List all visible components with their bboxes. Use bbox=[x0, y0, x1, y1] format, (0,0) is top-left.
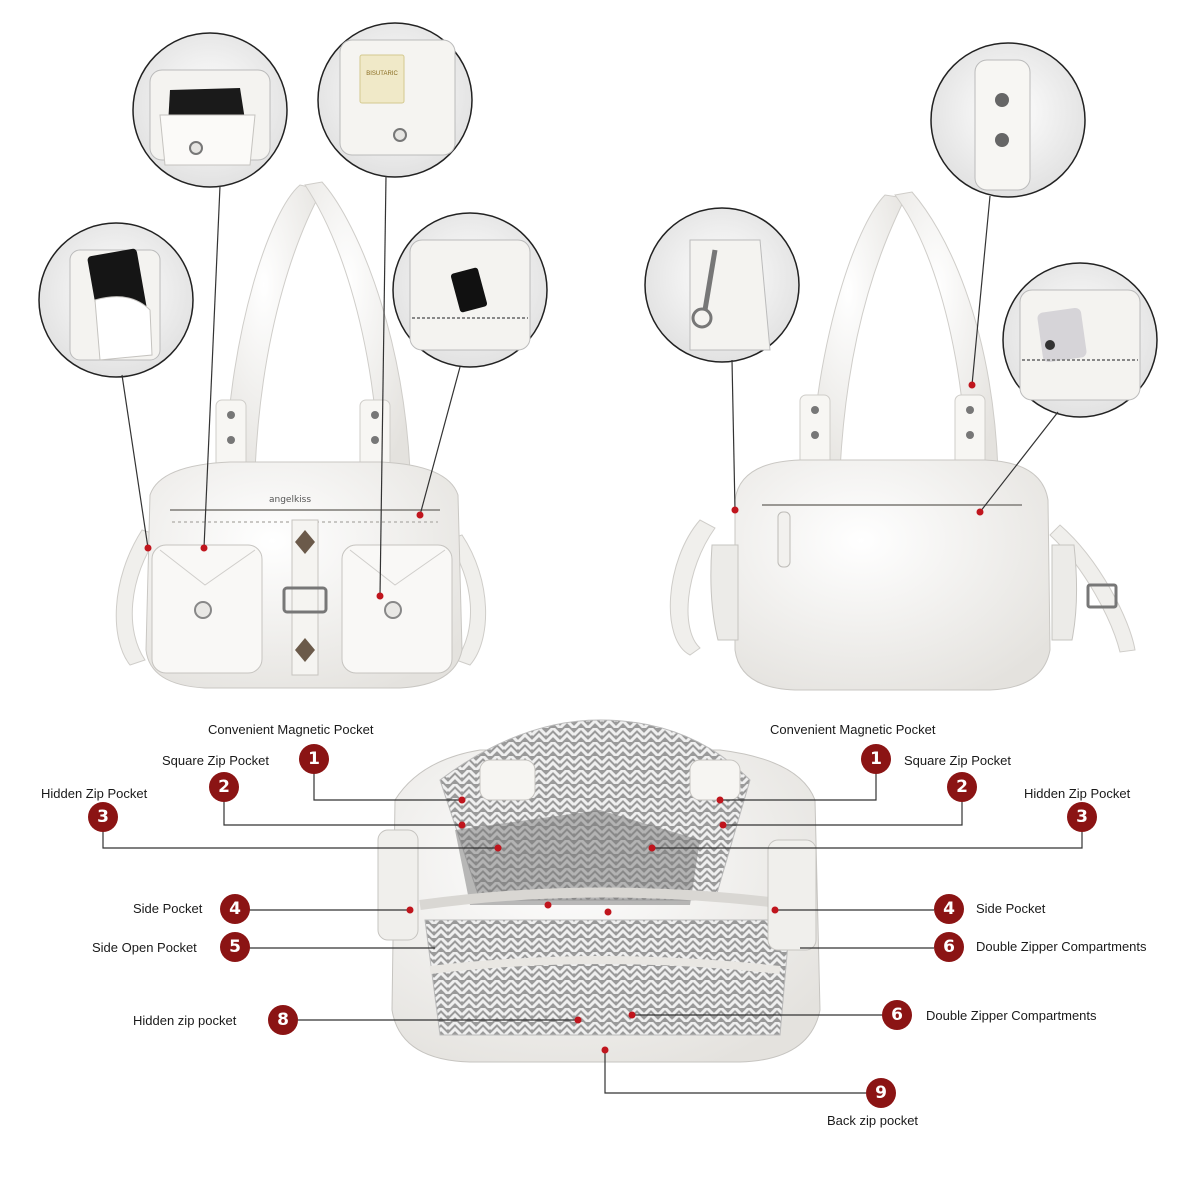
label-right-side-pocket: Side Pocket bbox=[976, 901, 1046, 916]
badge-right-1: 1 bbox=[861, 744, 891, 774]
label-right-double-zipper-lower: Double Zipper Compartments bbox=[926, 1008, 1097, 1023]
badge-right-4: 4 bbox=[934, 894, 964, 924]
badge-left-3: 3 bbox=[88, 802, 118, 832]
badge-bottom-9: 9 bbox=[866, 1078, 896, 1108]
label-right-magnetic-pocket: Convenient Magnetic Pocket bbox=[770, 722, 936, 737]
detail-circle-card-pocket: BISUTARIC bbox=[317, 22, 473, 178]
open-bag bbox=[377, 719, 821, 1063]
detail-circle-back-zip-phone bbox=[1002, 262, 1158, 418]
detail-circle-front-hidden-zip bbox=[392, 212, 548, 368]
badge-left-5: 5 bbox=[220, 932, 250, 962]
callout-red-dots bbox=[406, 796, 779, 1054]
label-left-hidden-zip-lower: Hidden zip pocket bbox=[133, 1013, 237, 1028]
detail-circle-front-pocket-phone bbox=[38, 222, 194, 378]
label-left-side-pocket: Side Pocket bbox=[133, 901, 203, 916]
detail-circle-clasp bbox=[644, 207, 800, 363]
label-left-hidden-zip: Hidden Zip Pocket bbox=[41, 786, 148, 801]
label-back-zip-pocket: Back zip pocket bbox=[827, 1113, 919, 1128]
detail-circle-front-zip-pocket bbox=[132, 32, 288, 188]
badge-left-1: 1 bbox=[299, 744, 329, 774]
label-left-square-zip: Square Zip Pocket bbox=[162, 753, 269, 768]
badge-right-3: 3 bbox=[1067, 802, 1097, 832]
front-bag: angelkiss bbox=[115, 181, 487, 689]
badge-right-6-upper: 6 bbox=[934, 932, 964, 962]
badge-left-4: 4 bbox=[220, 894, 250, 924]
circle-leader-lines bbox=[121, 175, 1059, 597]
badge-right-6-lower: 6 bbox=[882, 1000, 912, 1030]
card-text: BISUTARIC bbox=[366, 71, 398, 77]
badge-right-2: 2 bbox=[947, 772, 977, 802]
label-left-magnetic-pocket: Convenient Magnetic Pocket bbox=[208, 722, 374, 737]
label-left-side-open-pocket: Side Open Pocket bbox=[92, 940, 197, 955]
back-bag bbox=[669, 191, 1136, 691]
detail-circle-handle-rivets bbox=[930, 42, 1086, 198]
circle-red-dots bbox=[144, 381, 984, 600]
badge-left-8: 8 bbox=[268, 1005, 298, 1035]
brand-mark: angelkiss bbox=[269, 495, 311, 505]
label-right-square-zip: Square Zip Pocket bbox=[904, 753, 1011, 768]
badge-left-2: 2 bbox=[209, 772, 239, 802]
callout-lines bbox=[102, 773, 1083, 1094]
label-right-hidden-zip: Hidden Zip Pocket bbox=[1024, 786, 1131, 801]
label-right-double-zipper-upper: Double Zipper Compartments bbox=[976, 939, 1147, 954]
